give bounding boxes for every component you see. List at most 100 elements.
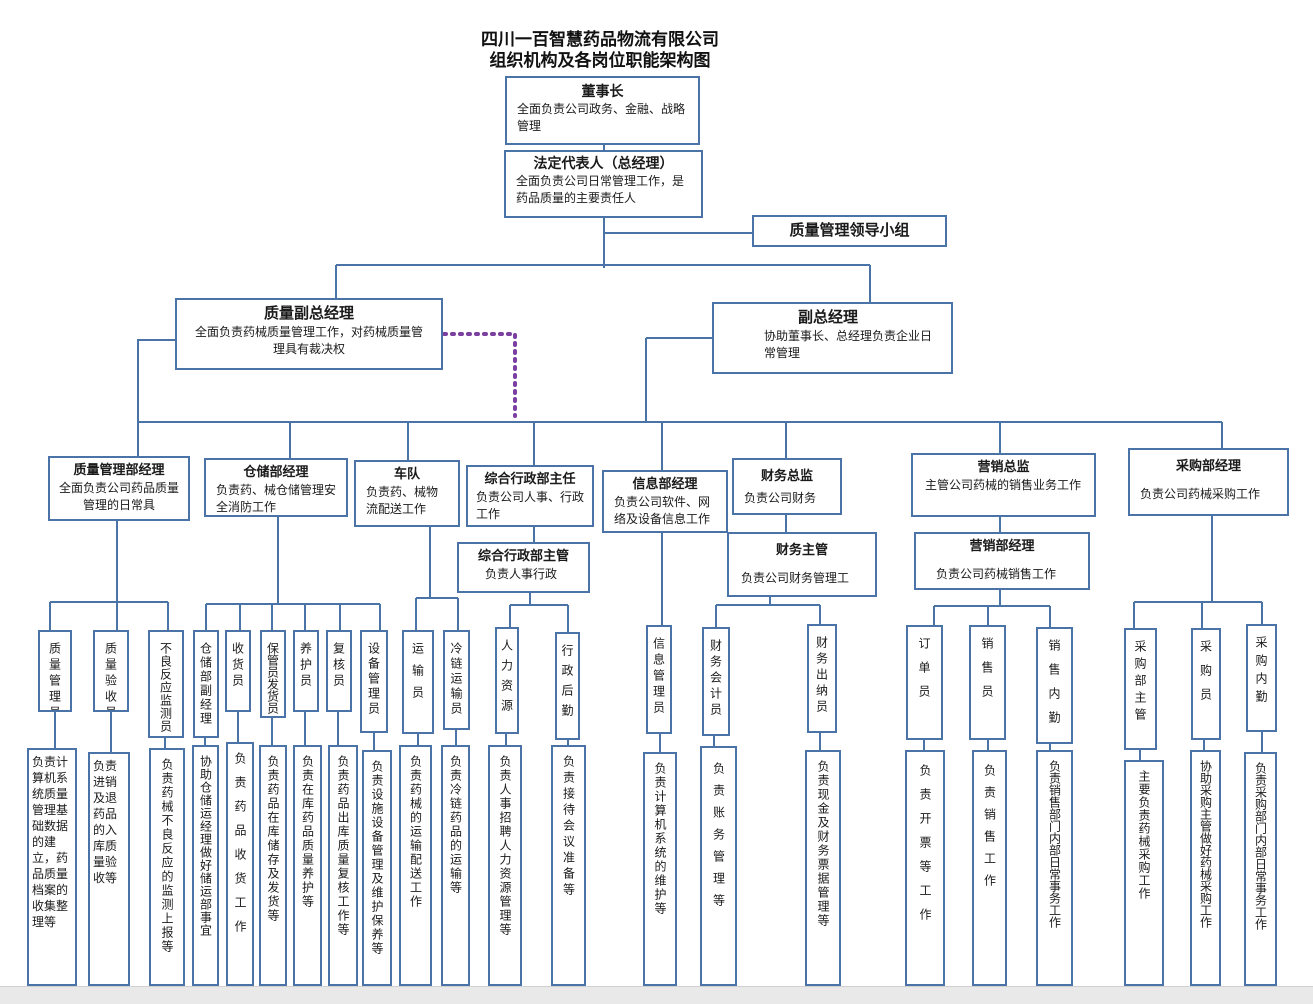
qm-dept-desc: 全面负责公司药品质量管理的日常具	[58, 481, 179, 512]
position-desc-text: 主要负责药械采购工作	[1137, 770, 1151, 900]
position-box: 仓储部副经理	[193, 630, 219, 738]
fin-sup-desc: 负责公司财务管理工	[741, 571, 850, 585]
position-box: 财务出纳员	[807, 624, 837, 733]
position-desc: 协助采购主管做好药械采购工作	[1190, 750, 1221, 986]
position-name: 人力资源	[499, 639, 514, 719]
quality-vp-title: 质量副总经理	[263, 304, 354, 322]
fleet-title: 车队	[393, 467, 420, 482]
vp-box: 副总经理 协助董事长、总经理负责企业日常管理	[712, 302, 953, 374]
position-name: 财务会计员	[708, 639, 723, 719]
position-desc: 负责药品出库质量复核工作等	[328, 745, 358, 986]
info-dept-desc: 负责公司软件、网络及设备信息工作	[614, 495, 711, 526]
position-box: 质量验收员	[93, 630, 129, 712]
position-box: 冷链运输员	[443, 630, 470, 730]
position-desc: 负责账务管理等	[700, 746, 737, 986]
position-desc: 负责在库药品质量养护等	[293, 745, 322, 986]
position-box: 收货员	[225, 630, 251, 712]
position-desc-text: 负责账务管理等	[711, 762, 726, 916]
position-name: 设备管理员	[366, 642, 381, 717]
position-desc: 负责采购部门内部日常事务工作	[1244, 752, 1277, 986]
position-box: 订单员	[906, 625, 943, 740]
position-desc-text: 负责销售工作	[982, 764, 997, 896]
quality-vp-box: 质量副总经理 全面负责药械质量管理工作，对药械质量管理具有裁决权	[175, 298, 443, 370]
position-box: 养护员	[293, 630, 319, 712]
fin-dir-title: 财务总监	[760, 469, 813, 484]
qm-dept-box: 质量管理部经理 全面负责公司药品质量管理的日常具	[48, 456, 190, 521]
admin-sub-box: 综合行政部主管 负责人事行政	[457, 542, 590, 593]
position-desc: 负责开票等工作	[905, 750, 945, 986]
admin-dept-desc: 负责公司人事、行政工作	[476, 490, 585, 521]
position-name: 不良反应监测员	[158, 642, 173, 733]
info-dept-box: 信息部经理 负责公司软件、网络及设备信息工作	[602, 470, 728, 533]
position-name: 仓储部副经理	[198, 642, 213, 726]
position-desc-text: 负责计算机系统的维护等	[653, 762, 667, 916]
position-desc: 负责设施设备管理及维护保养等	[362, 750, 392, 986]
position-desc: 负责计算机系统质量管理基础数据的建立，药品质量档案的收集整理等	[27, 748, 77, 986]
chairman-box: 董事长 全面负责公司政务、金融、战略管理	[505, 76, 700, 145]
position-desc: 负责接待会议准备等	[551, 745, 586, 986]
position-desc-text: 负责采购部门内部日常事务工作	[1253, 762, 1268, 930]
title-line1: 四川一百智慧药品物流有限公司	[481, 30, 719, 50]
position-desc: 负责现金及财务票据管理等	[805, 750, 841, 986]
fleet-desc: 负责药、械物流配送工作	[366, 485, 439, 516]
position-box: 销售内勤	[1036, 627, 1073, 744]
fin-dir-box: 财务总监 负责公司财务	[732, 458, 842, 515]
position-desc-text: 负责接待会议准备等	[561, 755, 576, 899]
position-desc-text: 负责冷链药品的运输等	[448, 755, 463, 895]
position-desc-text: 负责药械不良反应的监测上报等	[160, 758, 174, 954]
position-box: 采购员	[1191, 628, 1221, 740]
bottom-scrollbar-area	[0, 986, 1313, 1004]
position-name: 保管员发货员	[265, 642, 280, 714]
position-name: 运输员	[410, 642, 425, 708]
position-desc-text: 负责进销及退药品的入库质量验收等	[93, 759, 118, 885]
gm-title: 法定代表人（总经理）	[533, 156, 674, 172]
position-desc: 负责冷链药品的运输等	[441, 745, 470, 986]
admin-sub-desc: 负责人事行政	[485, 567, 558, 581]
position-desc-text: 负责药品出库质量复核工作等	[336, 755, 350, 937]
position-box: 质量管理员	[38, 630, 72, 712]
purchase-dept-desc: 负责公司药械采购工作	[1140, 487, 1261, 501]
position-desc: 主要负责药械采购工作	[1124, 760, 1164, 986]
position-name: 采购员	[1198, 640, 1213, 712]
vp-title: 副总经理	[798, 308, 859, 326]
chairman-title: 董事长	[581, 84, 624, 100]
position-desc-text: 负责药品在库储存及发货等	[266, 755, 280, 923]
position-desc: 负责进销及退药品的入库质量验收等	[88, 752, 130, 986]
position-box: 不良反应监测员	[148, 630, 184, 738]
position-desc: 负责药械的运输配送工作	[399, 745, 432, 986]
sales-dir-desc: 主管公司药械的销售业务工作	[925, 478, 1082, 492]
fin-sup-box: 财务主管 负责公司财务管理工	[727, 532, 877, 597]
qa-group-title: 质量管理领导小组	[789, 221, 910, 239]
position-desc: 协助仓储运经理做好储运部事宜	[192, 745, 219, 986]
position-name: 采购部主管	[1133, 640, 1147, 725]
title-line2: 组织机构及各岗位职能架构图	[489, 51, 711, 71]
position-name: 冷链运输员	[449, 642, 463, 717]
position-desc-text: 负责现金及财务票据管理等	[816, 760, 830, 928]
position-desc-text: 协助采购主管做好药械采购工作	[1198, 760, 1213, 928]
sales-mgr-desc: 负责公司药械销售工作	[936, 567, 1057, 581]
dotted-link	[442, 332, 517, 418]
position-desc-text: 负责在库药品质量养护等	[300, 755, 315, 909]
info-dept-title: 信息部经理	[632, 477, 698, 492]
position-box: 运输员	[402, 630, 434, 734]
position-desc: 负责计算机系统的维护等	[643, 752, 677, 986]
admin-sub-title: 综合行政部主管	[477, 549, 569, 564]
chairman-desc: 全面负责公司政务、金融、战略管理	[517, 102, 686, 133]
gm-desc: 全面负责公司日常管理工作，是药品质量的主要责任人	[516, 174, 685, 205]
position-name: 行政后勤	[560, 644, 574, 724]
position-box: 销售员	[969, 625, 1006, 740]
wh-dept-title: 仓储部经理	[243, 465, 309, 480]
position-desc-text: 负责药械的运输配送工作	[408, 755, 423, 909]
position-desc: 负责药品在库储存及发货等	[259, 745, 287, 986]
quality-vp-desc: 全面负责药械质量管理工作，对药械质量管理具有裁决权	[194, 325, 423, 356]
position-box: 保管员发货员	[260, 630, 286, 718]
admin-dept-title: 综合行政部主任	[484, 472, 576, 487]
position-name: 养护员	[298, 642, 313, 690]
position-name: 财务出纳员	[814, 636, 829, 716]
position-desc-text: 负责设施设备管理及维护保养等	[370, 760, 384, 956]
position-box: 财务会计员	[702, 627, 730, 736]
position-desc-text: 负责人事招聘人力资源管理等	[498, 755, 512, 937]
vp-desc: 协助董事长、总经理负责企业日常管理	[764, 329, 933, 360]
wh-dept-box: 仓储部经理 负责药、械仓储管理安全消防工作	[204, 458, 348, 517]
